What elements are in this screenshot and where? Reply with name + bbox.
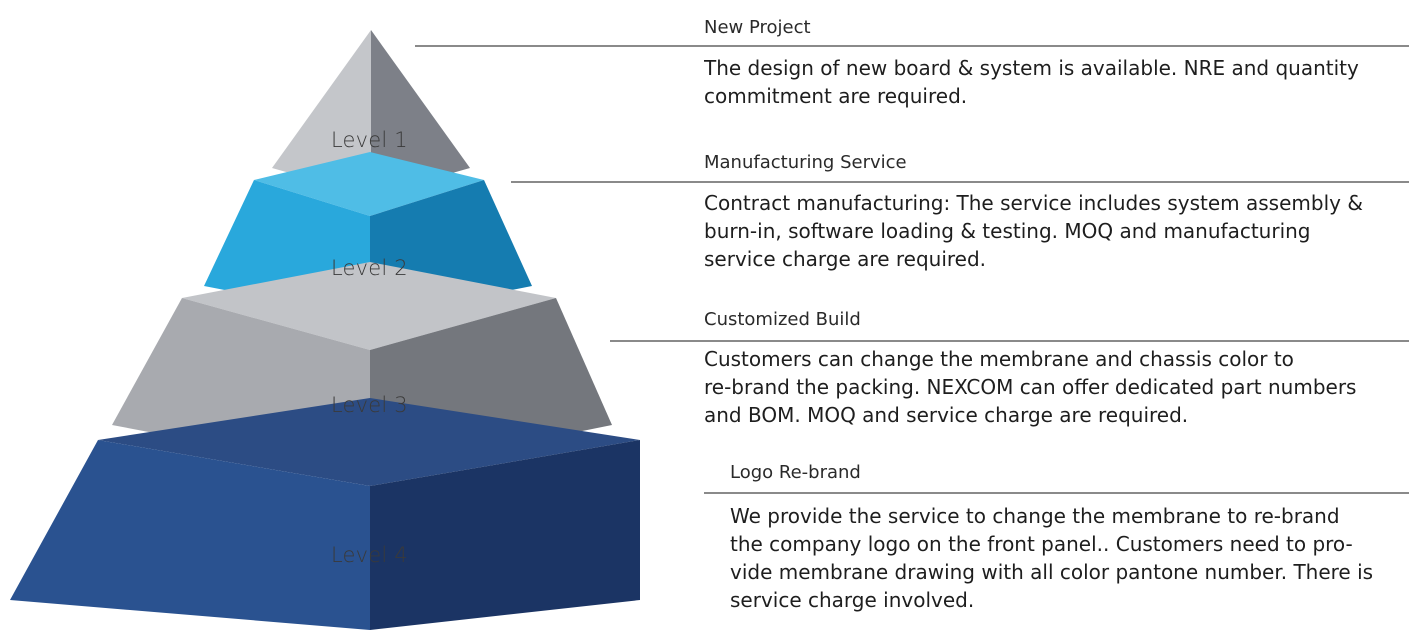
- pyramid-level-1: [272, 30, 470, 196]
- level-3-title: Customized Build: [704, 309, 861, 330]
- level-4-description-line: the company logo on the front panel.. Cu…: [730, 532, 1353, 556]
- level-4-description-line: vide membrane drawing with all color pan…: [730, 560, 1374, 584]
- level-1-left-face: [272, 30, 371, 196]
- level-2-description-line: service charge are required.: [704, 247, 987, 271]
- level-4-description-line: We provide the service to change the mem…: [730, 504, 1340, 528]
- pyramid-graphic: [10, 30, 640, 630]
- level-2-description: Contract manufacturing: The service incl…: [704, 189, 1409, 273]
- level-3-description-line: re-brand the packing. NEXCOM can offer d…: [704, 375, 1357, 399]
- level-4-left-face: [10, 440, 370, 630]
- level-4-label: Level 4: [331, 543, 408, 567]
- level-2-top-face: [254, 152, 484, 216]
- pyramid-level-4: [10, 398, 640, 630]
- level-1-right-face: [371, 30, 470, 196]
- level-2-description-line: burn-in, software loading & testing. MOQ…: [704, 219, 1311, 243]
- level-4-right-face: [370, 440, 640, 630]
- level-3-description-line: Customers can change the membrane and ch…: [704, 347, 1294, 371]
- level-3-description-line: and BOM. MOQ and service charge are requ…: [704, 403, 1189, 427]
- level-2-description-line: Contract manufacturing: The service incl…: [704, 191, 1363, 215]
- level-1-divider: [415, 45, 1409, 47]
- level-3-label: Level 3: [331, 393, 408, 417]
- level-4-top-face: [98, 398, 640, 486]
- level-2-label: Level 2: [331, 256, 408, 280]
- level-3-divider: [610, 340, 1409, 342]
- level-2-title: Manufacturing Service: [704, 152, 907, 173]
- level-4-divider: [704, 492, 1409, 494]
- level-1-description-line: commitment are required.: [704, 84, 968, 108]
- level-4-description-line: service charge involved.: [730, 588, 975, 612]
- level-3-top-face: [182, 262, 556, 350]
- level-1-label: Level 1: [331, 128, 408, 152]
- level-4-description: We provide the service to change the mem…: [730, 502, 1409, 614]
- level-1-description: The design of new board & system is avai…: [704, 54, 1409, 110]
- level-1-title: New Project: [704, 17, 811, 38]
- level-4-title: Logo Re-brand: [730, 462, 861, 483]
- level-2-divider: [511, 181, 1409, 183]
- level-1-description-line: The design of new board & system is avai…: [704, 56, 1359, 80]
- level-3-description: Customers can change the membrane and ch…: [704, 345, 1409, 429]
